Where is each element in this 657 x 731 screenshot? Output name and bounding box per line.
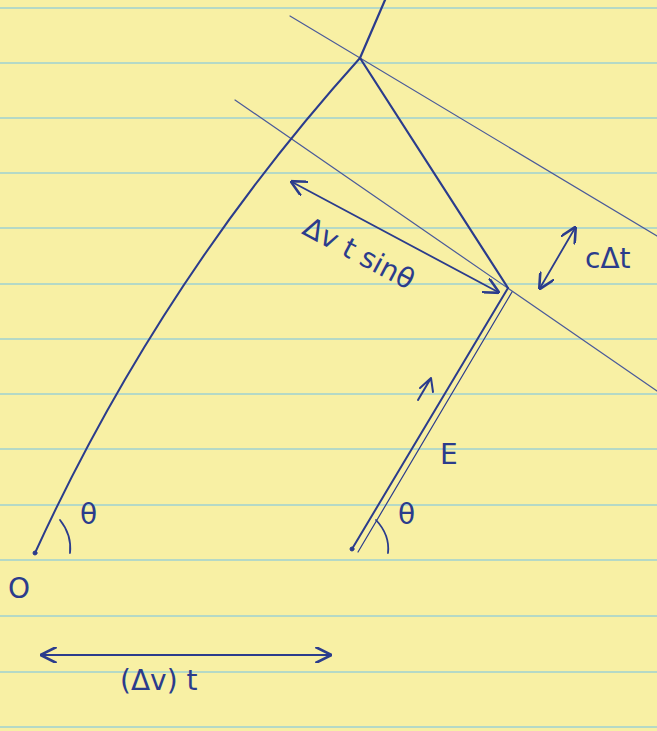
interval-label: cΔt	[585, 244, 631, 275]
simultaneity-line	[290, 16, 657, 236]
worldline	[352, 288, 508, 549]
distance-label: Δv t sinθ	[298, 212, 420, 296]
angle-arc	[60, 520, 70, 553]
direction-arrow	[418, 378, 433, 400]
symbol-label: E	[440, 440, 458, 471]
angle-arc	[376, 520, 388, 553]
ruled-lines	[0, 8, 657, 727]
origin-dot	[350, 547, 354, 551]
angle-label: θ	[80, 500, 97, 531]
dimension-arrow	[540, 228, 575, 288]
dimension-arrow	[42, 654, 330, 656]
dimension-label: (Δv) t	[120, 666, 197, 697]
origin-dot	[33, 551, 37, 555]
worldline	[358, 292, 512, 552]
worldline	[360, 0, 385, 58]
origin-label: O	[8, 574, 30, 605]
worldline	[35, 58, 360, 553]
simultaneity-line	[235, 100, 657, 391]
angle-label: θ	[398, 500, 415, 531]
